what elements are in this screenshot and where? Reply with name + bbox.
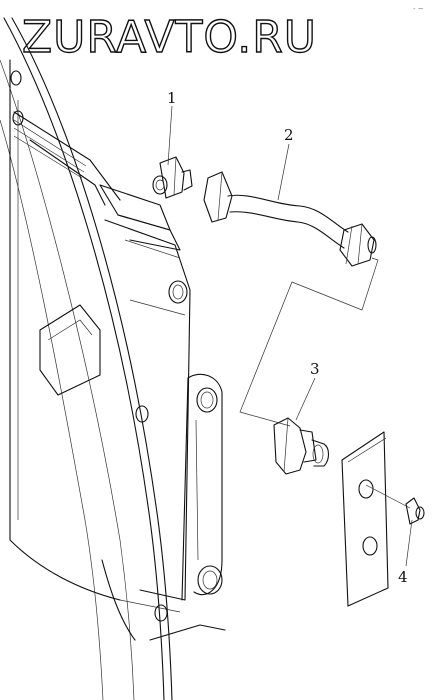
- part-3-adapter-fitting: [273, 417, 330, 475]
- callout-4: 4: [398, 568, 408, 586]
- leader-line-2: [277, 143, 290, 201]
- part-2-tube-assembly: [203, 171, 377, 267]
- watermark-text: ZURAVTO.RU: [22, 12, 317, 63]
- part-4-bolt: [365, 484, 425, 567]
- callout-3: 3: [310, 360, 320, 378]
- leader-line-3: [295, 377, 316, 421]
- mounting-plate: [341, 431, 389, 607]
- assembly-guide-lines: [239, 257, 379, 427]
- part-1-banjo-fitting: [152, 156, 193, 199]
- housing-casing: [0, 17, 226, 700]
- leader-line-1: [167, 105, 173, 166]
- corner-mark: - ~: [413, 5, 424, 13]
- callouts: 1 2 3 4: [167, 89, 408, 586]
- callout-1: 1: [167, 89, 177, 107]
- callout-2: 2: [284, 126, 294, 144]
